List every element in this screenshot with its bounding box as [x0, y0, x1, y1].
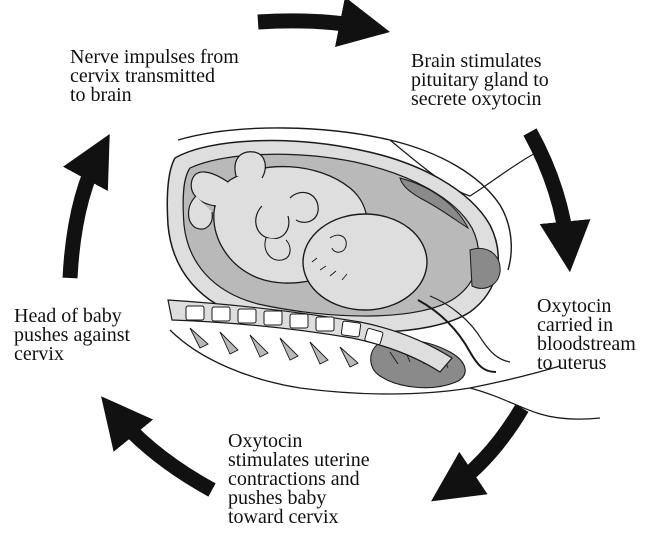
arrow-1-to-2 — [258, 21, 370, 28]
pregnant-uterus-illustration — [167, 128, 600, 419]
step-label-oxytocin-bloodstream: Oxytocin carried in bloodstream to uteru… — [537, 297, 636, 373]
step-label-brain-stimulates-pituitary: Brain stimulates pituitary gland to secr… — [411, 52, 549, 109]
step-label-nerve-impulses: Nerve impulses from cervix transmitted t… — [70, 48, 239, 105]
step-label-uterine-contractions: Oxytocin stimulates uterine contractions… — [228, 432, 370, 527]
arrow-3-to-4 — [448, 408, 522, 490]
arrow-5-to-1 — [70, 152, 100, 278]
fetus-head — [303, 214, 427, 310]
leg-contour — [470, 388, 600, 419]
step-label-head-pushes-cervix: Head of baby pushes against cervix — [14, 307, 130, 364]
arrow-2-to-3 — [530, 132, 568, 252]
arrow-4-to-5 — [114, 412, 212, 490]
